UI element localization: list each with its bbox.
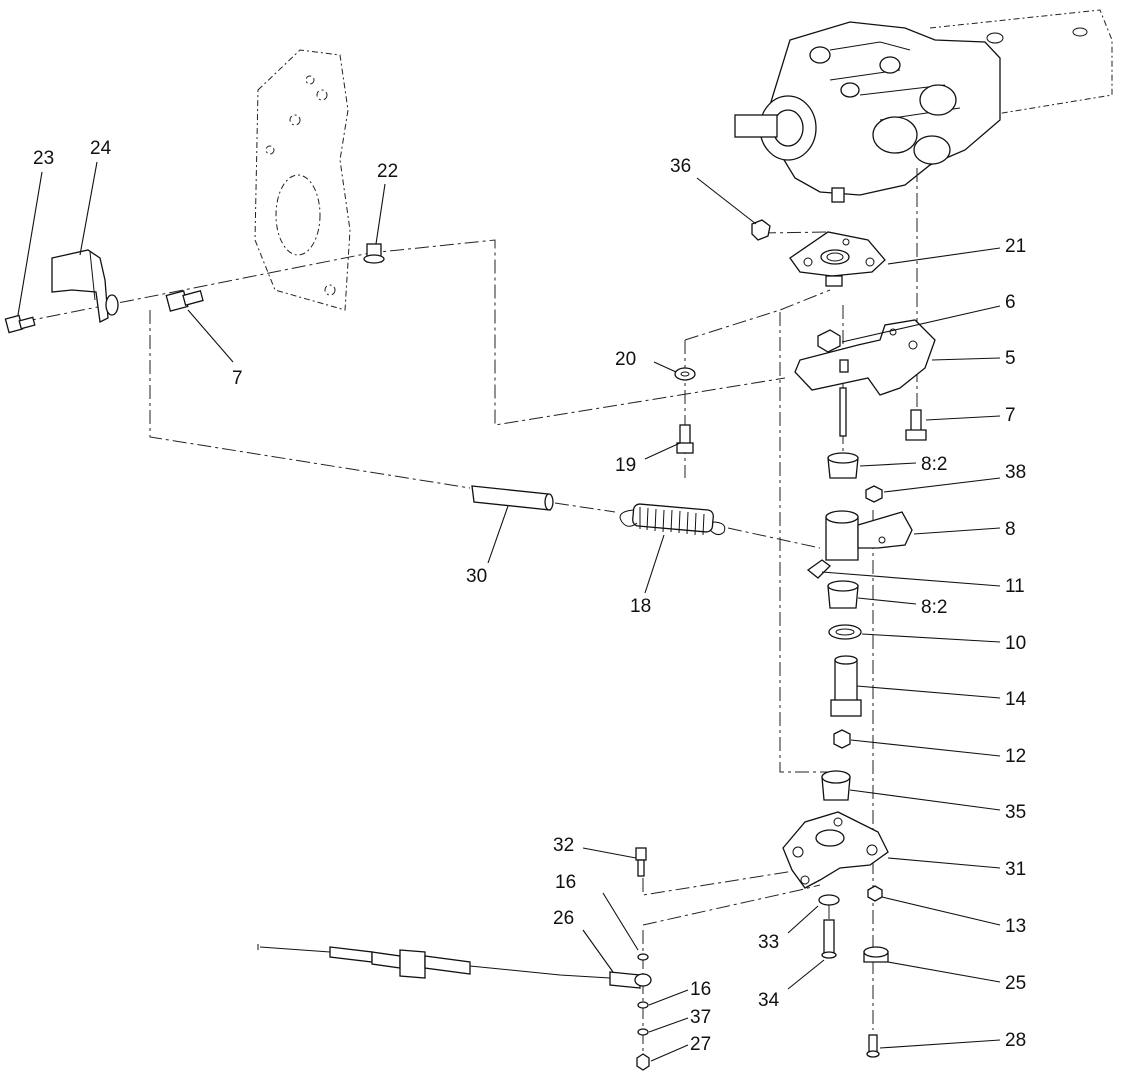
callout-36: 36 xyxy=(670,156,691,177)
bracket-24 xyxy=(51,249,119,323)
bushing-8-2-top xyxy=(827,452,859,479)
callout-31: 31 xyxy=(1005,859,1026,880)
callout-26: 26 xyxy=(553,908,574,929)
bushing-35 xyxy=(821,770,851,801)
washer-10 xyxy=(828,624,862,640)
spacer-30 xyxy=(471,485,554,511)
leader-lines xyxy=(17,161,1001,1062)
lever-8 xyxy=(825,510,913,561)
callout-7-left: 7 xyxy=(232,368,243,389)
nut-22 xyxy=(363,243,385,264)
plate-21 xyxy=(789,231,886,287)
nut-12 xyxy=(833,729,851,749)
spacer-25 xyxy=(863,946,889,963)
bolt-19 xyxy=(676,424,694,454)
callout-16-bottom: 16 xyxy=(690,979,711,1000)
callout-8: 8 xyxy=(1005,519,1016,540)
pin-34 xyxy=(821,919,837,959)
nut-36 xyxy=(751,219,771,241)
nut-6 xyxy=(817,329,841,353)
washer-16-top xyxy=(637,953,649,961)
callout-18: 18 xyxy=(630,596,651,617)
frame-plate xyxy=(254,49,351,311)
bolt-28 xyxy=(866,1034,880,1058)
callout-8-2-top: 8:2 xyxy=(921,454,947,475)
washer-20 xyxy=(674,367,696,381)
nut-38 xyxy=(865,485,883,503)
callout-5: 5 xyxy=(1005,348,1016,369)
cable-26 xyxy=(257,944,652,989)
bolt-7-left xyxy=(165,290,204,312)
callout-13: 13 xyxy=(1005,916,1026,937)
washer-37 xyxy=(637,1028,649,1036)
bracket-5 xyxy=(794,319,936,437)
callout-19: 19 xyxy=(615,455,636,476)
callout-28: 28 xyxy=(1005,1030,1026,1051)
bolt-7-right xyxy=(905,409,927,441)
callout-38: 38 xyxy=(1005,462,1026,483)
pump-assembly xyxy=(734,9,1113,203)
callout-37: 37 xyxy=(690,1007,711,1028)
plate-31 xyxy=(782,811,889,889)
nut-13 xyxy=(867,885,883,902)
pin-14 xyxy=(830,655,862,717)
callout-34: 34 xyxy=(758,990,780,1011)
callout-12: 12 xyxy=(1005,746,1026,767)
callout-22: 22 xyxy=(377,161,398,182)
callout-10: 10 xyxy=(1005,633,1026,654)
callout-8-2-bottom: 8:2 xyxy=(921,597,947,618)
callout-35: 35 xyxy=(1005,802,1026,823)
callout-21: 21 xyxy=(1005,236,1026,257)
nut-27 xyxy=(636,1053,650,1071)
callout-14: 14 xyxy=(1005,689,1027,710)
callout-11: 11 xyxy=(1005,576,1025,597)
bolt-32 xyxy=(635,847,647,877)
callout-labels: 23 24 22 7 36 21 6 20 5 7 19 8:2 38 8 30… xyxy=(33,138,1027,1055)
callout-7-right: 7 xyxy=(1005,405,1016,426)
callout-24: 24 xyxy=(90,138,112,159)
callout-6: 6 xyxy=(1005,292,1016,313)
callout-32: 32 xyxy=(553,835,574,856)
washer-16-bottom xyxy=(637,1001,649,1009)
spring-18 xyxy=(619,503,726,536)
callout-30: 30 xyxy=(466,566,487,587)
callout-25: 25 xyxy=(1005,973,1026,994)
bolt-23 xyxy=(4,314,36,334)
callout-20: 20 xyxy=(615,349,636,370)
callout-33: 33 xyxy=(758,932,779,953)
assembly-lines xyxy=(21,168,918,1060)
washer-33 xyxy=(818,894,840,906)
callout-23: 23 xyxy=(33,148,54,169)
callout-27: 27 xyxy=(690,1034,711,1055)
bushing-8-2-bottom xyxy=(827,580,859,609)
callout-16-top: 16 xyxy=(555,872,576,893)
fitting-11 xyxy=(806,559,831,579)
